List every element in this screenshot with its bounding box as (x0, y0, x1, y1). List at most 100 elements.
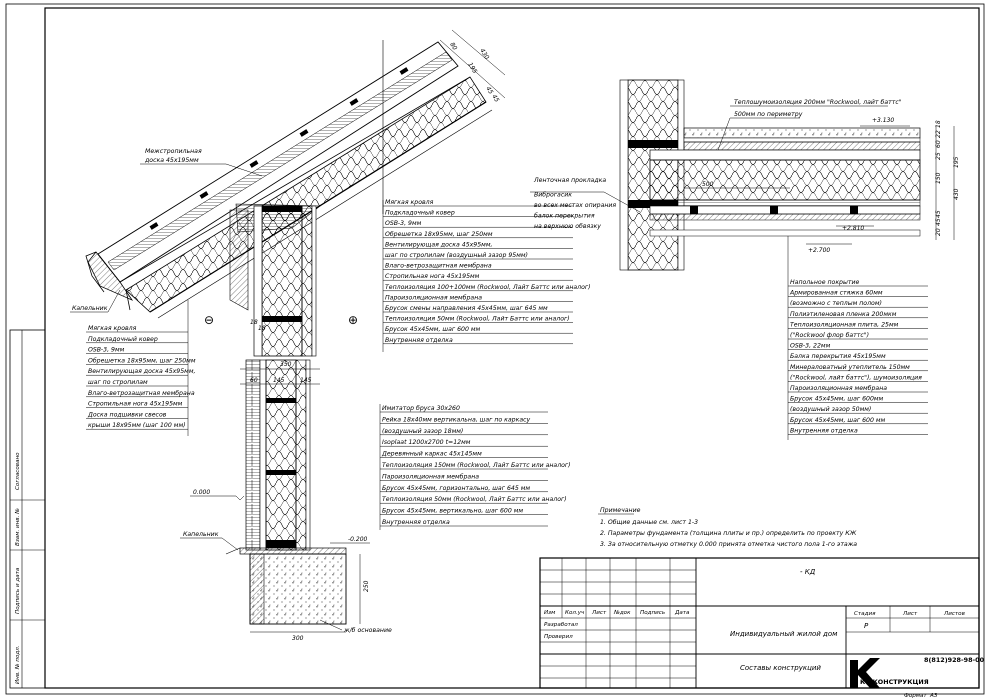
floor-layer-7: Балка перекрытия 45х195мм (790, 353, 886, 360)
floor-left-note-2: во всех местах опирания (534, 202, 616, 209)
floor-layer-9: ("Rockwool, лайт баттс"), шумоизоляция (790, 373, 922, 381)
floor-layer-12: (воздушный зазор 50мм) (790, 406, 871, 413)
roof-layer-9: Пароизоляционная мембрана (385, 293, 482, 301)
roof-left-layer-6: Влаго-ветрозащитная мембрана (88, 389, 195, 397)
wall-layer-9: Брусок 45х45мм, вертикально, шаг 600 мм (382, 508, 523, 515)
roof-eave-label: Капельник (72, 305, 108, 312)
level-3130: +3.130 (872, 117, 894, 124)
sheet-frame (5, 3, 985, 695)
floor-dim-5: 195 (953, 156, 960, 168)
rafter-label-1: Межстропильная (145, 148, 202, 155)
wall-dim-145b: 145 (300, 377, 312, 384)
floor-dim-1: 22 (935, 130, 942, 138)
floor-layer-5: ("Rockwool флор баттс") (790, 331, 869, 339)
floor-layer-1: Армированная стяжка 60мм (789, 290, 883, 297)
roof-layer-8: Теплоизоляция 100+100мм (Rockwool, Лайт … (385, 284, 591, 291)
note-2: 2. Параметры фундамента (толщина плиты и… (600, 530, 857, 537)
notes-block: Примечание 1. Общие данные см. лист 1-3 … (598, 507, 857, 548)
roof-layer-0: Мягкая кровля (385, 199, 434, 206)
roof-left-layer-0: Мягкая кровля (88, 325, 137, 332)
floor-layer-0: Напольное покрытие (790, 279, 859, 286)
wall-layer-10: Внутренняя отделка (382, 519, 450, 526)
roof-left-layer-5: шаг по стропилам (88, 379, 148, 386)
note-3: 3. За относительную отметку 0.000 принят… (600, 541, 857, 548)
roof-left-layer-3: Обрешетка 18х95мм, шаг 250мм (88, 356, 196, 364)
wall-layer-1: Рейка 18х40мм вертикальна, шаг по каркас… (382, 416, 531, 423)
floor-top-note-2: 500мм по периметру (734, 111, 803, 118)
rafter-label-2: доска 45х195мм (144, 157, 199, 164)
roof-left-layer-4: Вентилирующая доска 45х95мм, (88, 368, 196, 375)
roof-layer-3: Обрешетка 18х95мм, шаг 250мм (385, 230, 493, 238)
wall-eave-label: Капельник (183, 531, 219, 538)
level-m200: -0.200 (348, 536, 368, 543)
floor-dim-8: 45 (935, 210, 942, 218)
plus-symbol: ⊕ (348, 313, 358, 327)
wall-dim-250: 250 (363, 580, 370, 592)
base-label: ж/б основание (343, 626, 392, 634)
col-date: Дата (674, 610, 690, 616)
inner-frame (44, 7, 980, 689)
sheets-header: Листов (943, 611, 965, 617)
wall-dim-300: 300 (292, 635, 304, 642)
floor-layer-6: OSB-3, 22мм (790, 343, 831, 350)
floor-dim-2: 60 (935, 140, 942, 148)
floor-left-note-4: на верхнюю обвязку (534, 222, 601, 230)
roof-layer-2: OSB-3, 9мм (385, 220, 422, 227)
floor-dim-7: 20 (935, 228, 942, 236)
col-izm: Изм (544, 610, 556, 616)
roof-layer-7: Стропильная нога 45х195мм (385, 273, 480, 280)
stamp-signature: Подпись и дата (15, 567, 21, 614)
floor-dim-500: 500 (702, 181, 714, 188)
floor-layer-10: Пароизоляционная мембрана (790, 384, 887, 392)
col-list: Лист (591, 610, 607, 616)
wall-layer-3: Isoplaat 1200х2700 t=12мм (382, 438, 471, 446)
company-name: КС-КОНСТРУКЦИЯ (860, 678, 929, 686)
roof-left-layer-9: крыши 18х95мм (шаг 100 мм) (88, 422, 186, 429)
col-ndoc: №док (613, 610, 631, 616)
title-block: - КД Изм Кол.уч Лист №док Подпись Дата Р… (539, 557, 985, 699)
wall-layer-7: Брусок 45х45мм, горизонтально, шаг 645 м… (382, 485, 530, 492)
project-code: - КД (800, 568, 816, 576)
floor-left-note-0: Ленточная прокладка (533, 177, 606, 184)
company-phone: 8(812)928-98-00 (924, 656, 985, 664)
floor-dim-0: 18 (935, 120, 942, 128)
floor-left-note-1: Виброгасик (534, 191, 572, 199)
floor-layer-2: (возможно с теплым полом) (790, 300, 882, 307)
roof-layer-13: Внутренняя отделка (385, 337, 453, 344)
roof-dim-80: 80 (448, 41, 458, 51)
wall-layer-0: Имитатор бруса 30х260 (382, 404, 460, 412)
floor-dim-3: 25 (935, 152, 942, 160)
sheet-header: Лист (902, 611, 918, 617)
level-0: 0.000 (193, 489, 210, 496)
col-sign: Подпись (640, 610, 665, 616)
note-1: 1. Общие данные см. лист 1-3 (600, 518, 698, 526)
company-logo-icon (850, 658, 880, 688)
level-2700: +2.700 (808, 247, 830, 254)
roof-left-layer-8: Доска подшивки свесов (87, 411, 167, 418)
role-developer: Разработал (544, 622, 578, 628)
roof-dim-45b: 45 (490, 93, 500, 103)
roof-layer-11: Теплоизоляция 50мм (Rockwool, Лайт Баттс… (385, 316, 570, 323)
stamp-replace: Взам. инв. № (15, 508, 21, 546)
roof-left-layer-2: OSB-3, 9мм (88, 347, 125, 354)
floor-layer-3: Полиэтиленовая пленка 200мкм (790, 311, 897, 318)
floor-dim-6: 430 (953, 188, 960, 200)
floor-layer-4: Теплоизоляционная плита, 25мм (790, 321, 899, 328)
wall-layer-5: Теплоизоляция 150мм (Rockwool, Лайт Батт… (382, 462, 571, 469)
wall-layer-2: (воздушный зазор 18мм) (382, 428, 463, 435)
wall-section: 350 60 145 145 18 0.000 -0.200 Капельник… (180, 319, 571, 642)
floor-layer-13: Брусок 45х45мм, шаг 600 мм (790, 417, 886, 424)
roof-layer-10: Брусок смены направления 45х45мм, шаг 64… (385, 305, 548, 312)
roof-section: 80 195 45 45 430 Межстропильная доска 45… (70, 29, 591, 436)
wall-layer-6: Пароизоляционная мембрана (382, 472, 479, 480)
stamp-agreed: Согласовано (15, 452, 21, 490)
sheet-title: Составы конструкций (740, 664, 821, 672)
floor-dim-4: 150 (935, 172, 942, 184)
wall-layer-4: Деревянный каркас 45х145мм (381, 451, 482, 458)
